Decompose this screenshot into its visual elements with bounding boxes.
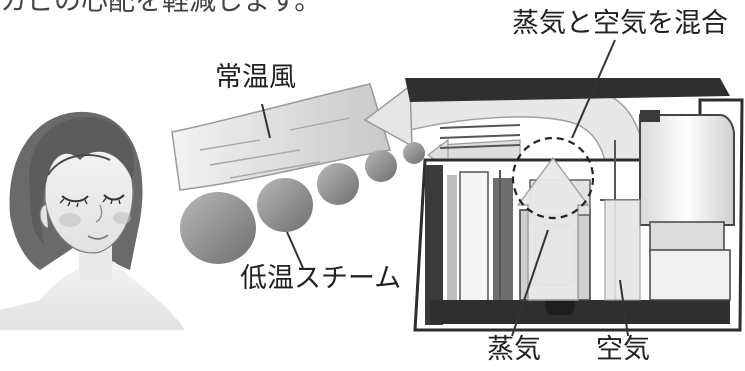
- air-label: 空気: [596, 334, 650, 365]
- woman-figure: [0, 111, 185, 330]
- headline-text: カビの心配を軽減します。: [0, 0, 322, 17]
- steam-label: 蒸気: [487, 334, 541, 365]
- low-temp-steam-pointer: [286, 231, 304, 269]
- mixing-zone-circle: [511, 136, 595, 220]
- mix-pointer: [571, 39, 616, 139]
- low-temp-steam-label: 低温スチーム: [240, 263, 402, 294]
- air-pointer: [619, 279, 629, 337]
- mix-label: 蒸気と空気を混合: [512, 8, 728, 39]
- steam-blobs: [180, 142, 425, 264]
- normal-wind-stream: [171, 83, 391, 191]
- normal-wind-label: 常温風: [215, 62, 296, 93]
- air-channel-arrow: [604, 199, 641, 301]
- normal-wind-pointer: [261, 103, 271, 139]
- steam-pointer: [511, 229, 549, 337]
